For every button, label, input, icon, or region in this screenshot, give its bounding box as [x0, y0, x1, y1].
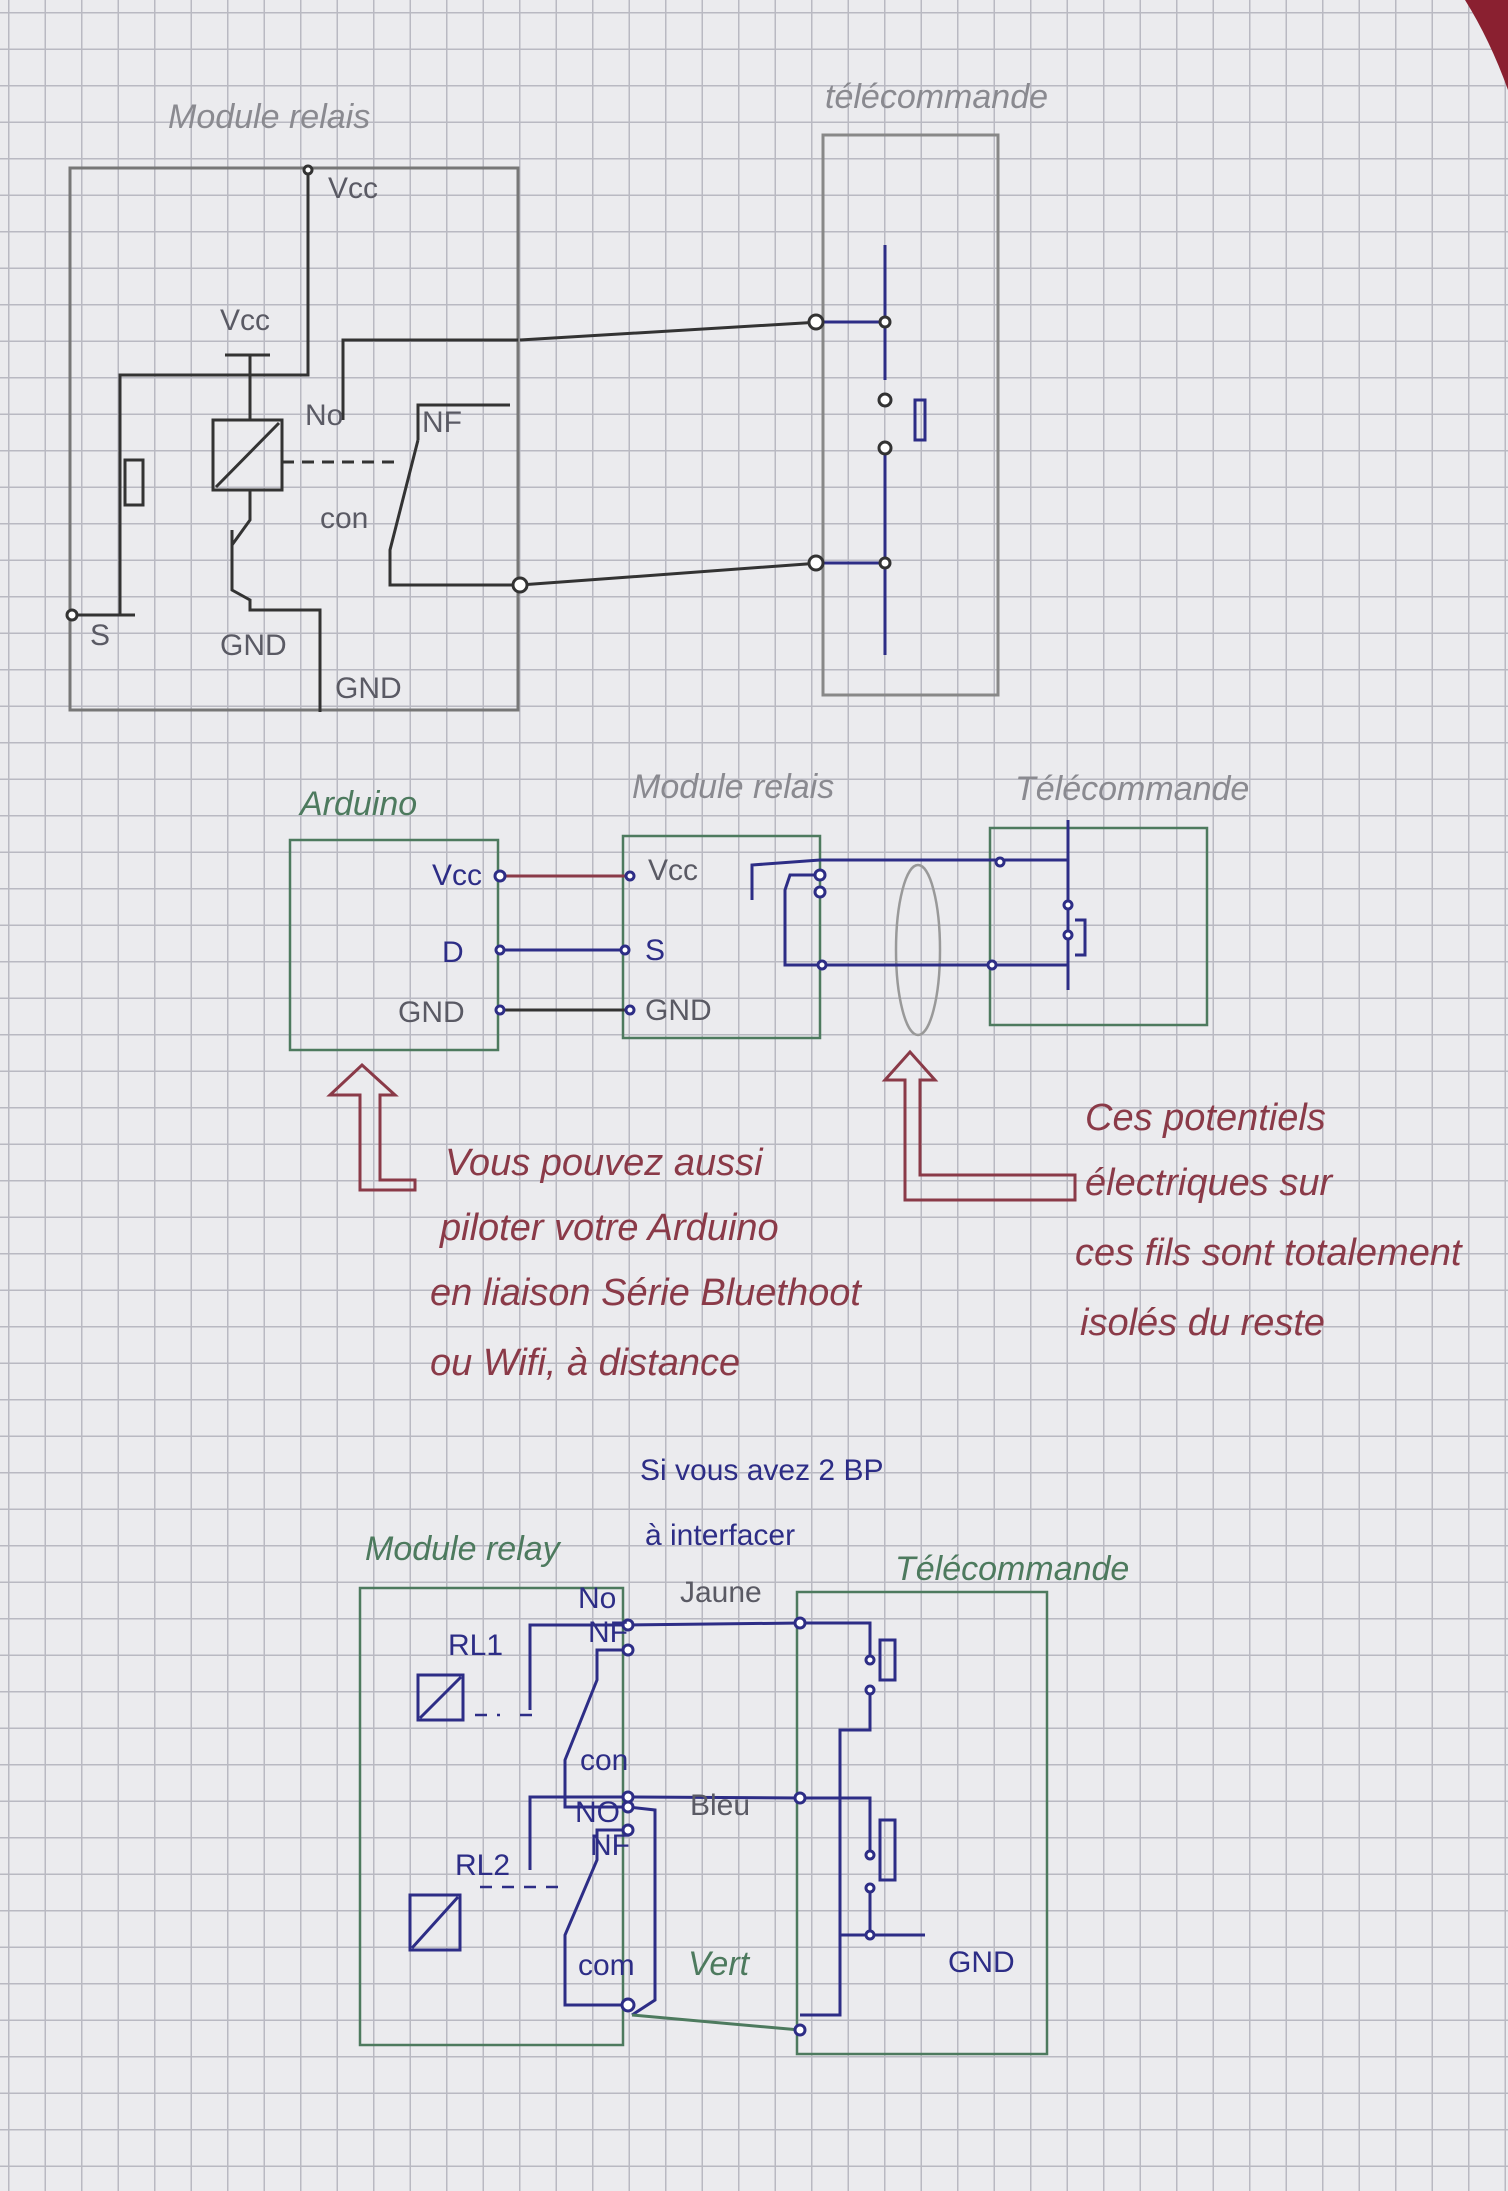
vcc-coil-label: Vcc: [220, 304, 270, 337]
module-pin-gnd: GND: [645, 994, 712, 1027]
relay-module-box: [68, 166, 520, 712]
bottom-module-box: [358, 1586, 625, 2047]
s-label: S: [90, 619, 110, 652]
arrow-to-arduino: [326, 1062, 417, 1192]
bottom-schematic: Si vous avez 2 BP à interfacer Module re…: [358, 1454, 1129, 2056]
module-pin-vcc: Vcc: [648, 854, 698, 887]
mid-remote-label: Télécommande: [1015, 770, 1249, 808]
rl2-com-label: com: [578, 1949, 635, 1982]
remote-box: [821, 133, 1000, 697]
notebook-binding: [1465, 0, 1508, 90]
rl2-nf-label: NF: [590, 1829, 630, 1862]
green-wire: [631, 2013, 801, 2032]
rl1-label: RL1: [448, 1629, 503, 1662]
rl1-com-label: con: [580, 1744, 628, 1777]
arduino-pin-gnd: GND: [398, 996, 465, 1029]
arrow-to-isolated-wires: [881, 1049, 1077, 1202]
note-right-line-4: isolés du reste: [1080, 1302, 1325, 1344]
bottom-module-label: Module relay: [365, 1530, 562, 1568]
wire-yellow-label: Jaune: [680, 1576, 762, 1609]
arduino-label: Arduino: [298, 785, 417, 823]
no-label: No: [305, 399, 343, 432]
note-left-line-4: ou Wifi, à distance: [430, 1342, 740, 1384]
note-right-line-2: électriques sur: [1085, 1162, 1333, 1204]
wire-green-label: Vert: [688, 1945, 751, 1983]
note-left-line-2: piloter votre Arduino: [439, 1207, 779, 1249]
relay-coupling-lines: [475, 1713, 565, 1889]
bottom-remote-label: Télécommande: [895, 1550, 1129, 1588]
rl2-no-label: NO: [575, 1796, 620, 1829]
note-left-line-1: Vous pouvez aussi: [445, 1142, 764, 1184]
mid-module-box: [621, 834, 822, 1040]
relay-circuit: [70, 170, 821, 712]
mid-nodes: [493, 856, 1074, 1016]
gnd-label-1: GND: [220, 629, 287, 662]
rl1-nf-label: NF: [588, 1616, 628, 1649]
rl2-label: RL2: [455, 1849, 510, 1882]
isolation-ellipse: [894, 863, 942, 1037]
wire-blue-label: Bleu: [690, 1789, 750, 1822]
top-nodes: [65, 164, 893, 622]
bottom-gnd-label: GND: [948, 1946, 1015, 1979]
mid-module-label: Module relais: [632, 768, 834, 806]
vcc-label: Vcc: [328, 172, 378, 205]
top-remote-label: télécommande: [825, 78, 1048, 116]
top-schematic: Module relais télécommande Vcc Vcc No NF…: [65, 78, 1048, 712]
mid-remote-box: [988, 826, 1209, 1027]
top-module-label: Module relais: [168, 98, 370, 136]
note-right-line-3: ces fils sont totalement: [1075, 1232, 1463, 1274]
bottom-title-1: Si vous avez 2 BP: [640, 1454, 883, 1487]
arduino-pin-d: D: [442, 936, 464, 969]
rl1-no-label: No: [578, 1582, 616, 1615]
gnd-label-2: GND: [335, 672, 402, 705]
middle-schematic: Arduino Module relais Télécommande Vcc D…: [288, 768, 1463, 1384]
mid-wires: [500, 820, 1087, 1012]
bottom-wires: [408, 1621, 925, 2017]
com-label: con: [320, 502, 368, 535]
note-left-line-3: en liaison Série Bluethoot: [430, 1272, 862, 1314]
module-pin-s: S: [645, 934, 665, 967]
remote-button-circuit: [820, 245, 927, 655]
bottom-nodes: [620, 1616, 876, 2037]
bottom-remote-box: [795, 1590, 1049, 2056]
note-right-line-1: Ces potentiels: [1085, 1097, 1326, 1139]
arduino-pin-vcc: Vcc: [432, 859, 482, 892]
nf-label: NF: [422, 406, 462, 439]
bottom-title-2: à interfacer: [645, 1519, 795, 1552]
